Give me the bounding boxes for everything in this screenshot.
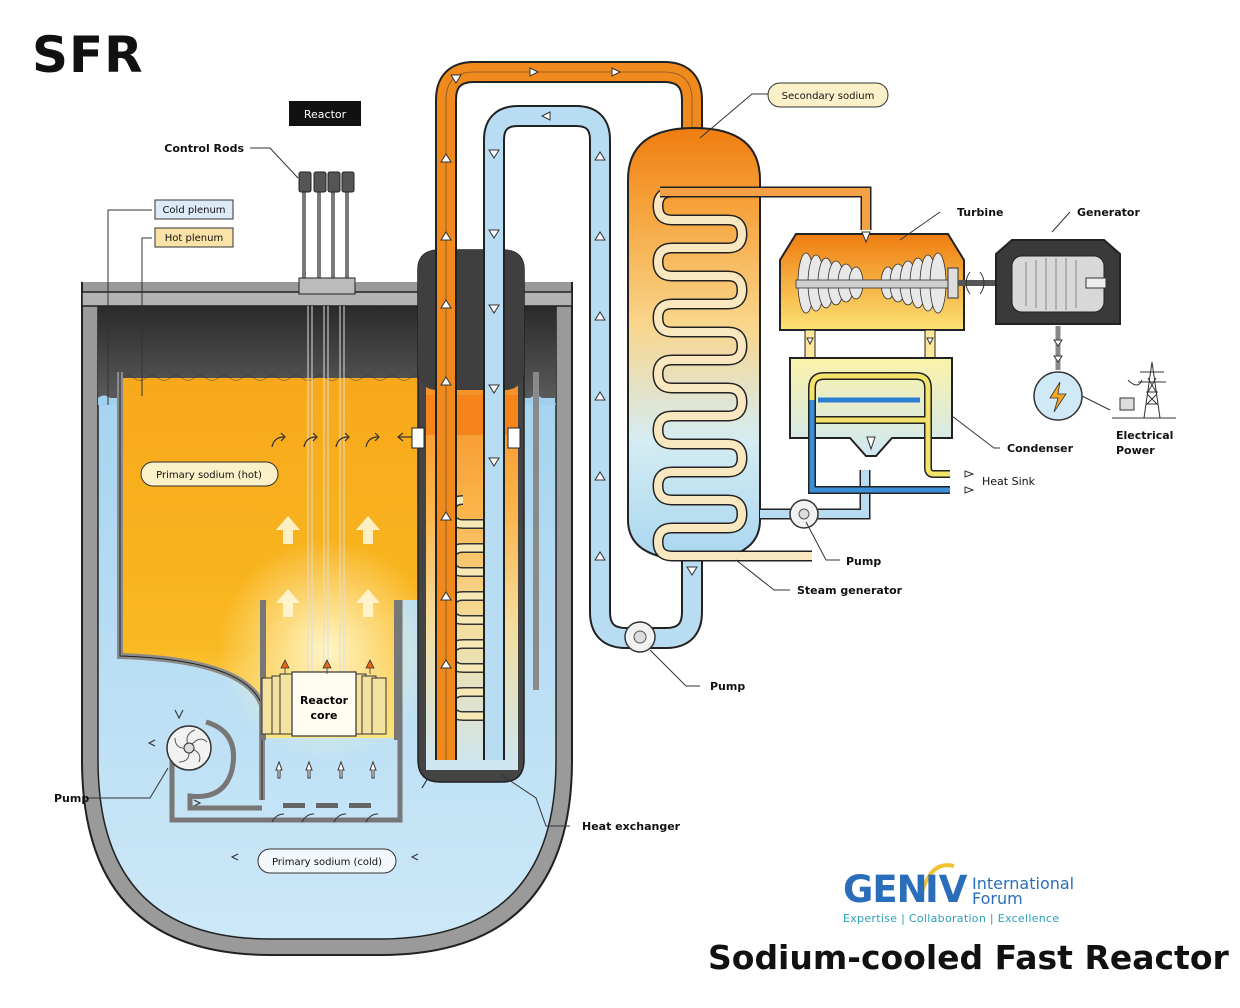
heat-exchanger <box>411 249 525 789</box>
heat-sink-label: Heat Sink <box>982 475 1036 488</box>
generator <box>995 239 1121 421</box>
turbine-label: Turbine <box>957 206 1004 219</box>
generator-label: Generator <box>1077 206 1140 219</box>
logo-tagline: Expertise | Collaboration | Excellence <box>843 912 1060 925</box>
secondary-cold-leg <box>483 105 703 760</box>
impeller-icon <box>166 719 262 811</box>
inlet-arrows <box>275 760 377 779</box>
cold-plenum-label: Cold plenum <box>162 205 225 216</box>
reactor-core: Reactor core <box>261 659 387 737</box>
pump-right-label: Pump <box>846 555 881 568</box>
control-rods-label: Control Rods <box>164 142 244 155</box>
condenser <box>789 357 975 494</box>
condenser-label: Condenser <box>1007 442 1074 455</box>
electrical-label-line1: Electrical <box>1116 429 1173 442</box>
logo-org: International Forum <box>972 874 1075 908</box>
core-label-line1: Reactor <box>300 694 349 707</box>
core-label-line2: core <box>311 709 338 722</box>
cold-plenum-tag <box>154 199 234 220</box>
primary-hot-label: Primary sodium (hot) <box>156 470 262 481</box>
reactor-label: Reactor <box>304 108 347 121</box>
reactor-tag <box>289 101 361 126</box>
primary-cold-tag <box>257 848 397 874</box>
primary-hot-tag <box>140 461 279 487</box>
electrical-label-line2: Power <box>1116 444 1155 457</box>
logo-org-line1: International <box>972 874 1075 893</box>
page-title: SFR <box>32 26 144 84</box>
secondary-hot-leg <box>435 61 703 760</box>
secondary-sodium-label: Secondary sodium <box>782 91 875 102</box>
pump-left-label: Pump <box>54 792 89 805</box>
diagram-subtitle: Sodium-cooled Fast Reactor <box>708 938 1229 977</box>
logo-iv: IV <box>925 868 968 911</box>
upflow-arrows <box>276 516 380 617</box>
steam-generator-label: Steam generator <box>797 584 903 597</box>
transmission-tower-icon <box>1112 361 1176 419</box>
flow-arrow-icon <box>271 432 412 448</box>
heat-exchanger-label: Heat exchanger <box>582 820 681 833</box>
gen-iv-logo-mark <box>919 863 955 897</box>
control-rods <box>298 171 356 675</box>
logo-gen: GEN <box>843 868 928 911</box>
hot-plenum-label: Hot plenum <box>165 233 223 244</box>
leader-lines <box>86 93 1071 827</box>
pump-mid-label: Pump <box>710 680 745 693</box>
primary-cold-label: Primary sodium (cold) <box>272 857 382 868</box>
loop-flow-arrows <box>440 67 698 669</box>
logo-org-line2: Forum <box>972 889 1023 908</box>
secondary-sodium-tag <box>767 82 889 108</box>
steam-generator <box>627 126 872 562</box>
turbine <box>779 231 1002 359</box>
hot-plenum-tag <box>154 227 234 248</box>
lightning-icon <box>1049 381 1067 413</box>
